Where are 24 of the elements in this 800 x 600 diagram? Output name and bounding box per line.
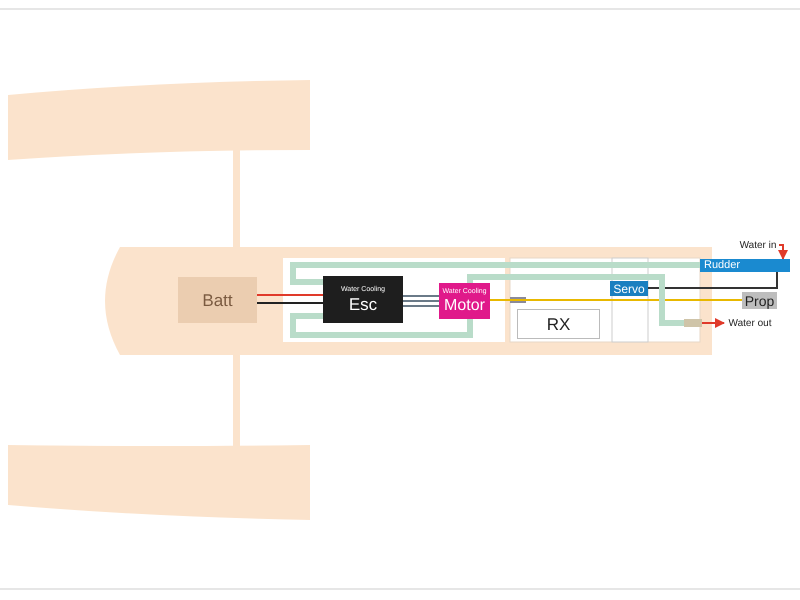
rudder-bar: Rudder <box>700 259 790 272</box>
esc-box <box>323 276 403 323</box>
tube-fitting <box>684 319 702 327</box>
drive-shaft <box>490 299 742 301</box>
wire <box>257 294 323 296</box>
wire <box>257 302 323 304</box>
wire <box>403 305 439 307</box>
title-text: Motor <box>444 298 485 314</box>
wire <box>403 295 439 297</box>
water-out-label: Water out <box>724 318 776 330</box>
arrow <box>702 318 725 328</box>
cooling-tube <box>467 274 684 326</box>
cooling-tube <box>290 262 700 285</box>
arrow <box>778 244 788 260</box>
wire <box>403 300 439 302</box>
title-text: Esc <box>348 296 378 313</box>
servo-box: Servo <box>610 281 648 296</box>
battery-box: Batt <box>178 277 257 323</box>
cooling-tube <box>290 313 473 338</box>
motor-box <box>439 283 490 319</box>
water-in-label: Water in <box>737 240 779 252</box>
prop-box: Prop <box>742 292 777 309</box>
receiver-box: RX <box>517 309 600 339</box>
pushrod <box>648 272 778 289</box>
